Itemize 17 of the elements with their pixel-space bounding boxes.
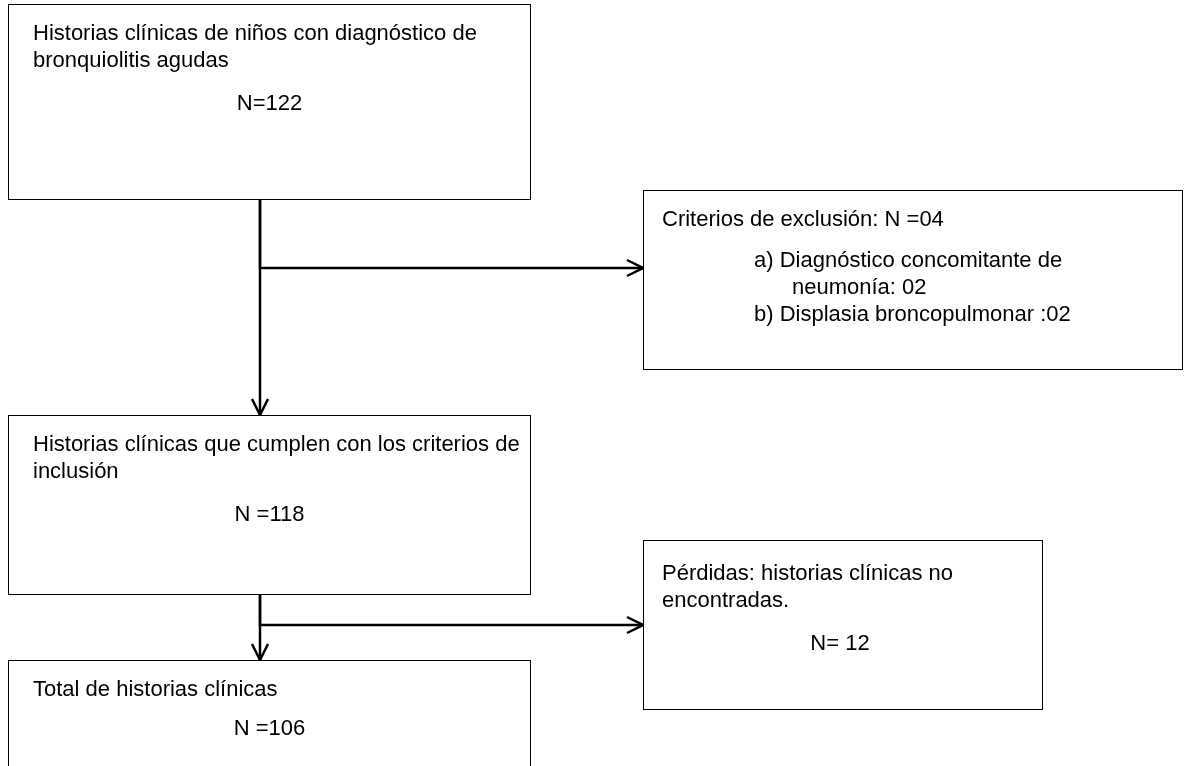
box-text: Pérdidas: historias clínicas no encontradas. xyxy=(662,559,955,613)
flow-box xyxy=(643,190,1183,370)
box-text: N= 12 xyxy=(810,629,871,656)
flow-box xyxy=(8,4,531,200)
box-text: Total de historias clínicas xyxy=(33,675,279,702)
box-text: Historias clínicas de niños con diagnóstico de bronquiolitis agudas xyxy=(33,19,478,73)
box-text: Historias clínicas que cumplen con los criterios de inclusión xyxy=(33,430,520,484)
flow-box xyxy=(643,540,1043,710)
box-text: N =106 xyxy=(233,714,307,741)
flow-box xyxy=(8,415,531,595)
box-text: N =118 xyxy=(234,500,306,527)
arrow xyxy=(258,200,645,278)
box-text: b) Displasia broncopulmonar :02 xyxy=(754,300,1072,327)
box-text: Criterios de exclusión: N =04 xyxy=(662,205,945,232)
flow-box xyxy=(8,660,531,766)
box-text: N=122 xyxy=(236,89,304,116)
arrow xyxy=(258,595,645,635)
